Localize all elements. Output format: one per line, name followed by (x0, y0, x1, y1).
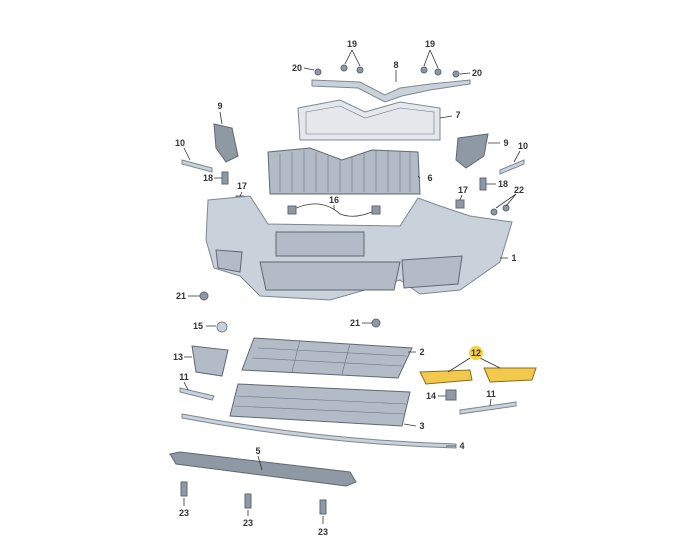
part-3-grille[interactable] (229, 383, 411, 427)
label-15: 15 (193, 321, 203, 331)
label-8: 8 (393, 60, 398, 70)
label-22: 22 (514, 185, 524, 195)
part-12-right-highlighted[interactable] (483, 367, 537, 383)
label-9: 9 (217, 101, 222, 111)
label-17: 17 (237, 181, 247, 191)
part-10-right[interactable] (499, 159, 525, 175)
part-11-right[interactable] (459, 401, 517, 415)
part-23-c[interactable] (319, 499, 327, 515)
part-18-right[interactable] (479, 177, 487, 191)
part-15[interactable] (216, 321, 228, 333)
label-10: 10 (175, 138, 185, 148)
label-13: 13 (173, 352, 183, 362)
label-23: 23 (318, 527, 328, 537)
label-19: 19 (347, 39, 357, 49)
part-12-left-highlighted[interactable] (419, 369, 473, 385)
label-10: 10 (518, 141, 528, 151)
label-1: 1 (511, 253, 516, 263)
part-21-right[interactable] (371, 318, 381, 328)
label-12-highlight (469, 346, 483, 360)
part-10-left[interactable] (181, 159, 213, 173)
part-11-left[interactable] (179, 387, 215, 401)
part-9-right-bracket[interactable] (455, 133, 489, 169)
part-22-clips[interactable] (490, 208, 498, 216)
part-8-strip[interactable] (311, 79, 471, 103)
part-14[interactable] (445, 389, 457, 401)
part-2-lower-grille[interactable] (241, 337, 413, 379)
part-16-harness[interactable] (291, 203, 377, 217)
label-9: 9 (503, 138, 508, 148)
part-21-left[interactable] (199, 291, 209, 301)
screws-19-20 (314, 64, 460, 78)
part-18-left[interactable] (221, 171, 229, 185)
label-18: 18 (498, 179, 508, 189)
part-17-right[interactable] (455, 199, 465, 209)
label-20: 20 (472, 68, 482, 78)
label-21: 21 (176, 291, 186, 301)
part-13-side-grille[interactable] (191, 345, 229, 377)
label-23: 23 (179, 508, 189, 518)
label-17: 17 (458, 185, 468, 195)
label-2: 2 (419, 347, 424, 357)
label-16: 16 (329, 195, 339, 205)
part-4-trim[interactable] (181, 413, 457, 449)
part-labels: 19 19 20 8 20 9 7 10 9 10 18 6 18 17 16 … (173, 39, 528, 537)
part-5-spoiler[interactable] (169, 451, 357, 487)
part-23-a[interactable] (180, 481, 188, 497)
label-20: 20 (292, 63, 302, 73)
part-23-b[interactable] (244, 493, 252, 509)
label-11: 11 (486, 389, 496, 399)
label-18: 18 (203, 173, 213, 183)
label-6: 6 (427, 173, 432, 183)
label-19: 19 (425, 39, 435, 49)
label-23: 23 (243, 518, 253, 528)
label-3: 3 (419, 421, 424, 431)
part-6-grille[interactable] (267, 147, 421, 195)
label-21: 21 (350, 318, 360, 328)
label-4: 4 (459, 441, 464, 451)
label-11: 11 (179, 372, 189, 382)
label-5: 5 (255, 446, 260, 456)
label-7: 7 (455, 110, 460, 120)
leader-lines (183, 49, 521, 524)
label-14: 14 (426, 391, 436, 401)
part-7-frame[interactable] (297, 99, 441, 141)
part-9-left-bracket[interactable] (213, 123, 239, 163)
label-12: 12 (471, 348, 481, 358)
